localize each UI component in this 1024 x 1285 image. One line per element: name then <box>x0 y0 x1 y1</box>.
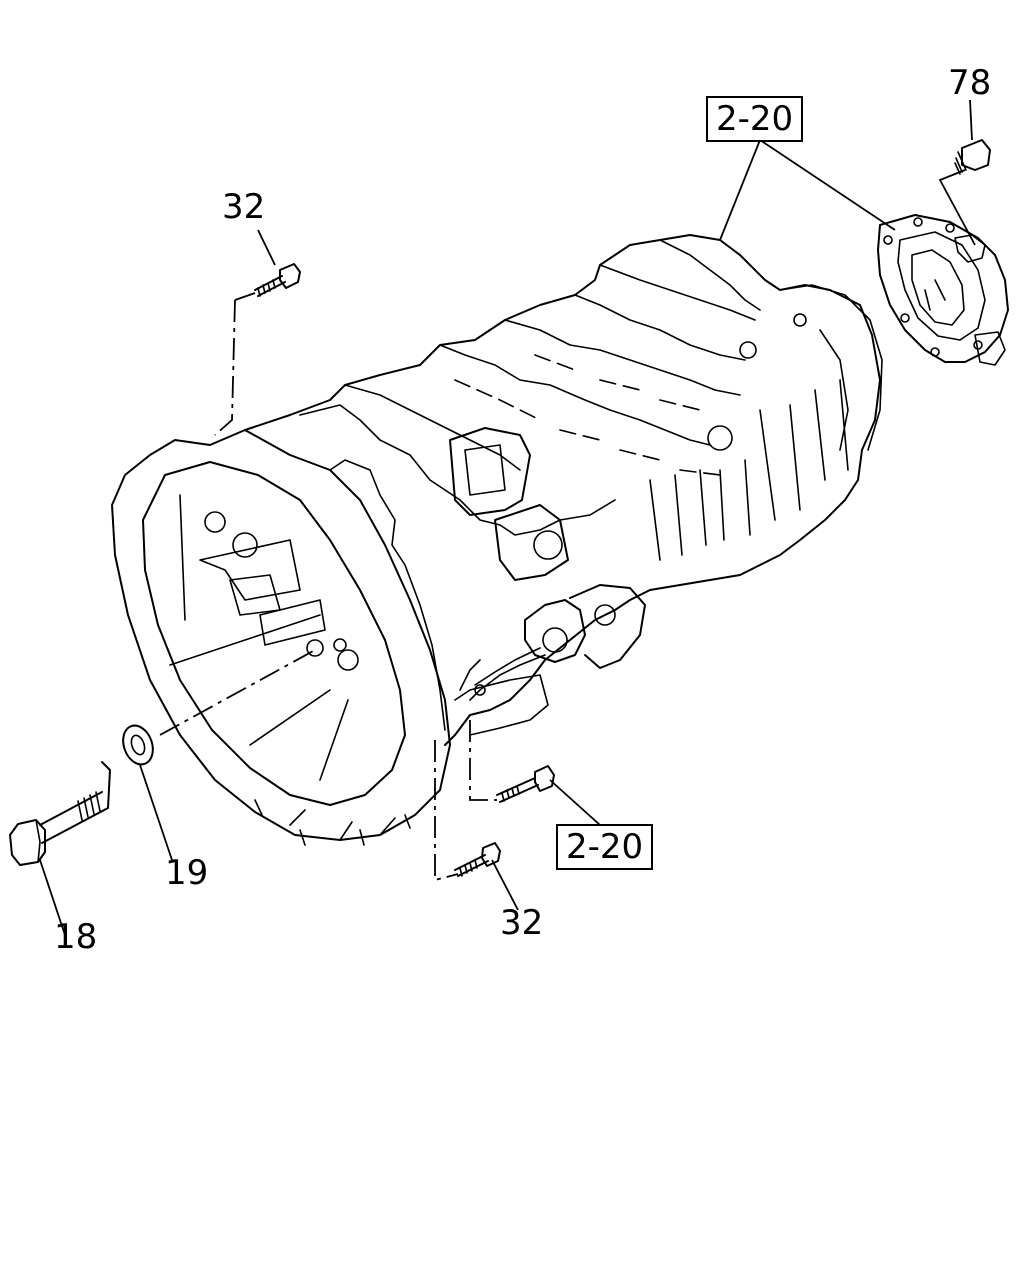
bolt-2-20-lower <box>496 765 555 803</box>
callout-label-78: 78 <box>948 63 992 103</box>
drain-plug-78 <box>954 139 991 175</box>
callout-label-19: 19 <box>165 853 209 893</box>
reference-box-bottom: 2-20 <box>556 824 654 870</box>
bolt-32-top <box>254 263 301 297</box>
callout-label-18: 18 <box>54 917 98 957</box>
bolt-18 <box>9 761 111 866</box>
transmission-case <box>111 234 883 846</box>
washer-19 <box>122 724 154 766</box>
reference-box-top: 2-20 <box>706 96 804 142</box>
callout-label-32-top: 32 <box>222 187 266 227</box>
callout-label-32-bottom: 32 <box>500 903 544 943</box>
bolt-32-bottom <box>454 842 501 877</box>
leader-lines <box>39 99 976 936</box>
rear-cover <box>877 214 1009 366</box>
